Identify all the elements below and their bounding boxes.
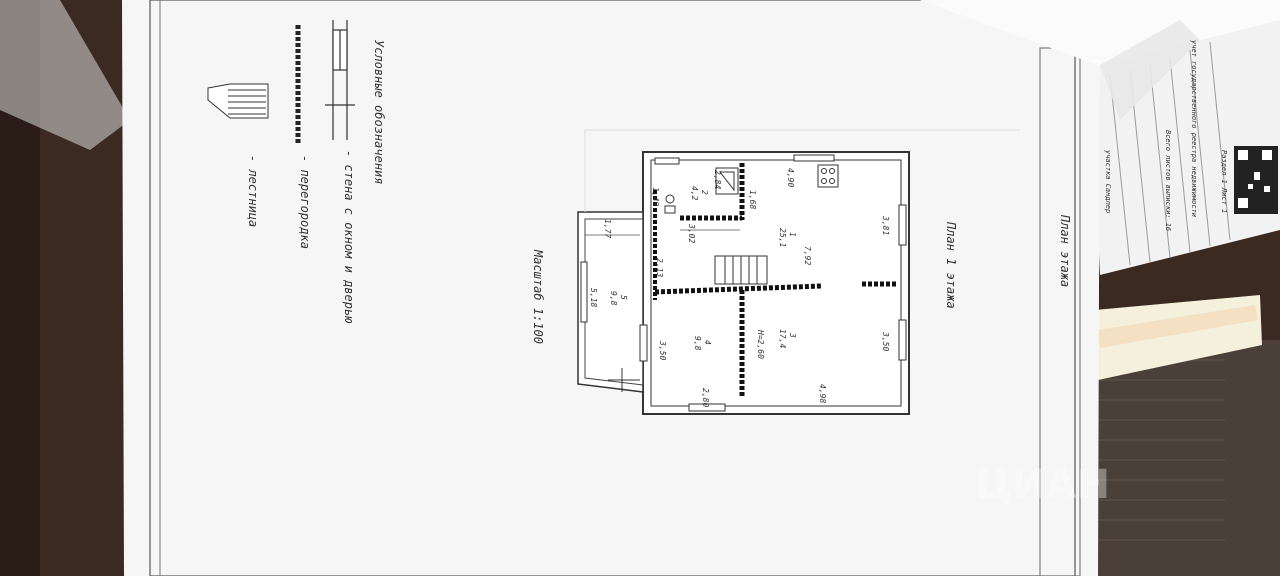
dim-4-90: 4,90 [786, 168, 795, 188]
dim-3-02: 3,02 [687, 224, 696, 244]
room-2-area: 4,2 [690, 186, 699, 201]
sheet-border [149, 0, 1076, 576]
ceiling-height: H=2,60 [756, 330, 765, 359]
room-4-area: 9,8 [693, 336, 702, 351]
dim-3-50-left: 3,50 [658, 341, 667, 361]
doc2-registry-line: учет государственного реестра недвижимос… [1190, 40, 1198, 218]
curl-shadow [1100, 20, 1200, 120]
placemat [1090, 340, 1280, 576]
room-2-number: 2 [700, 190, 709, 195]
room-1-number: 1 [788, 232, 797, 237]
floor-title: План 1 этажа [944, 222, 958, 309]
qr-code [1234, 146, 1278, 214]
dim-3-81: 3,81 [881, 216, 890, 236]
dim-2-13: 2,13 [655, 258, 664, 278]
legend-stairs-label: - лестница [246, 155, 260, 228]
room-3-number: 3 [788, 333, 797, 338]
dim-2-80: 2,80 [701, 388, 710, 408]
dim-1-49: 1,49 [651, 187, 660, 207]
scale-label: Масштаб 1:100 [531, 250, 545, 344]
stairs-symbol [207, 83, 269, 119]
room-5-area: 9,8 [609, 291, 618, 306]
sticky-note-stain [1098, 305, 1258, 348]
doc2-sheets-line: Всего листов выписки: 16 [1164, 130, 1172, 232]
dim-4-98: 4,98 [818, 384, 827, 404]
legend-title: Условные обозначения [372, 40, 386, 185]
dim-2-84: 2,84 [713, 170, 722, 190]
floor-plan [577, 151, 910, 415]
legend-wall-label: - стена с окном и дверью [342, 150, 356, 324]
dim-5-18: 5,18 [589, 288, 598, 308]
room-1-area: 25,1 [778, 228, 787, 248]
dim-3-50-right: 3,50 [881, 332, 890, 352]
room-3-area: 17,4 [778, 329, 787, 349]
doc2-section-line: Раздел 1 Лист 1 [1220, 150, 1228, 214]
frame-title: План этажа [1058, 215, 1072, 288]
wall-window-door-symbol [325, 20, 355, 140]
room-4-number: 4 [703, 340, 712, 345]
dim-7-92: 7,92 [803, 246, 812, 266]
watermark: ЦИАН [975, 462, 1111, 508]
dim-1-68: 1,68 [748, 190, 757, 210]
room-5-number: 5 [619, 295, 628, 300]
curled-corner [920, 0, 1280, 66]
doc2-plot-line: участка Сандлер [1104, 150, 1112, 214]
dim-1-77: 1,77 [603, 219, 612, 239]
plastic-sleeve [0, 0, 130, 150]
placemat-weave [1095, 359, 1225, 541]
legend-partition-label: - перегородка [298, 155, 312, 249]
